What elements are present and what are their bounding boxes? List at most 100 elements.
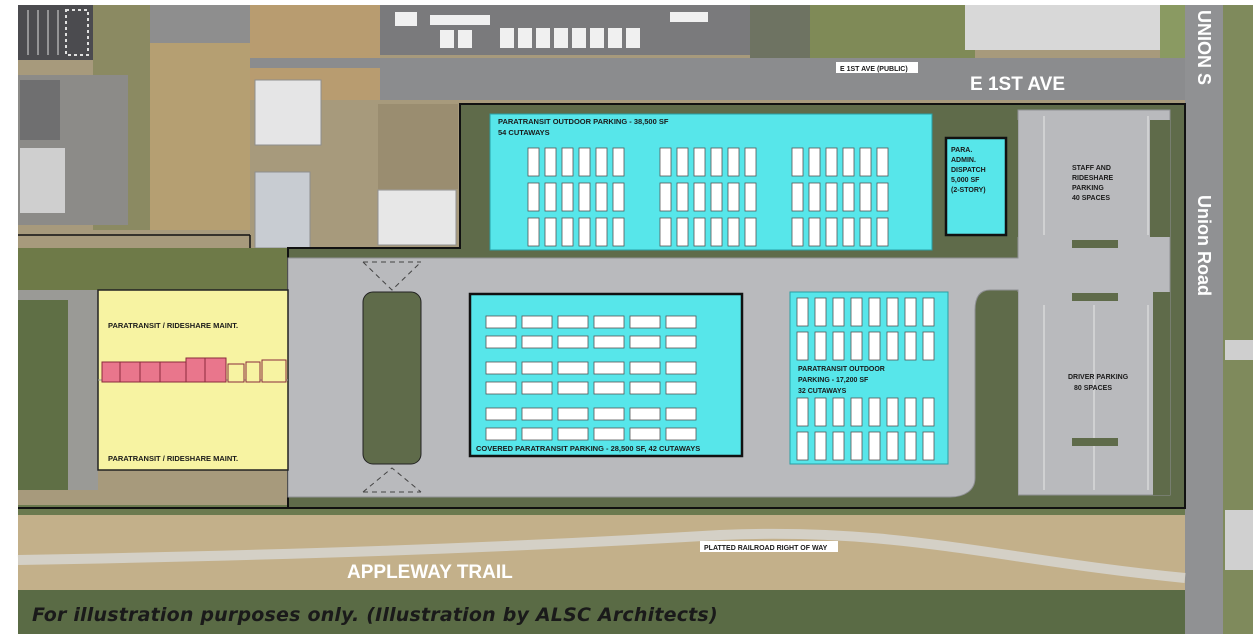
street-sign-public xyxy=(836,62,918,73)
van-stall xyxy=(557,381,589,395)
east-parking-label-2: PARKING - 17,200 SF xyxy=(798,377,869,384)
van-stall xyxy=(814,331,827,361)
van-stall xyxy=(693,147,706,177)
van-stall xyxy=(814,297,827,327)
van-stall xyxy=(612,147,625,177)
east-van-stalls xyxy=(796,297,935,461)
van-stall xyxy=(593,407,625,421)
van-stall xyxy=(791,217,804,247)
illustration-caption: For illustration purposes only. (Illustr… xyxy=(32,604,718,626)
van-stall xyxy=(485,315,517,329)
van-stall xyxy=(710,147,723,177)
van-stall xyxy=(876,182,889,212)
van-stall xyxy=(659,217,672,247)
van-stall xyxy=(825,182,838,212)
van-stall xyxy=(593,315,625,329)
maint-label-top: PARATRANSIT / RIDESHARE MAINT. xyxy=(108,321,238,330)
admin-label-1: PARA. xyxy=(951,147,972,154)
van-stall xyxy=(744,147,757,177)
admin-label-2: ADMIN. xyxy=(951,157,976,164)
van-stall xyxy=(665,381,697,395)
street-label-first-ave-public: E 1ST AVE (PUBLIC) xyxy=(840,66,908,73)
van-stall xyxy=(629,381,661,395)
van-stall xyxy=(850,431,863,461)
van-stall xyxy=(876,217,889,247)
street-label-union-s: UNION S xyxy=(1194,10,1214,85)
van-stall xyxy=(629,315,661,329)
van-stall xyxy=(485,381,517,395)
van-stall xyxy=(727,217,740,247)
railroad-sign xyxy=(700,541,838,552)
admin-label-3: DISPATCH xyxy=(951,167,986,174)
van-stall xyxy=(676,182,689,212)
van-stall xyxy=(922,331,935,361)
driver-parking-label-1: DRIVER PARKING xyxy=(1068,374,1129,381)
van-stall xyxy=(595,217,608,247)
maintenance-building xyxy=(97,289,289,471)
van-stall xyxy=(665,407,697,421)
van-stall xyxy=(808,147,821,177)
van-stall xyxy=(665,427,697,441)
median-island xyxy=(362,291,422,465)
van-stall xyxy=(595,182,608,212)
driver-parking-label-2: 80 SPACES xyxy=(1074,385,1112,392)
van-stall xyxy=(557,361,589,375)
north-parking-label-1: PARATRANSIT OUTDOOR PARKING - 38,500 SF xyxy=(498,117,669,126)
van-stall xyxy=(859,147,872,177)
van-stall xyxy=(814,431,827,461)
street-label-first-ave: E 1ST AVE xyxy=(970,74,1065,95)
van-stall xyxy=(521,427,553,441)
north-parking-label-2: 54 CUTAWAYS xyxy=(498,128,550,137)
van-stall xyxy=(886,297,899,327)
van-stall xyxy=(521,315,553,329)
van-stall xyxy=(676,147,689,177)
van-stall xyxy=(578,217,591,247)
north-van-stalls xyxy=(527,147,889,247)
van-stall xyxy=(832,397,845,427)
van-stall xyxy=(850,297,863,327)
van-stall xyxy=(886,431,899,461)
van-stall xyxy=(904,331,917,361)
trail-label-appleway: APPLEWAY TRAIL xyxy=(347,562,513,583)
van-stall xyxy=(485,407,517,421)
van-stall xyxy=(693,182,706,212)
van-stall xyxy=(521,361,553,375)
van-stall xyxy=(842,182,855,212)
admin-label-4: 5,000 SF xyxy=(951,177,980,184)
van-stall xyxy=(557,335,589,349)
van-stall xyxy=(744,217,757,247)
van-stall xyxy=(595,147,608,177)
van-stall xyxy=(832,297,845,327)
covered-van-stalls xyxy=(485,315,697,441)
van-stall xyxy=(727,147,740,177)
van-stall xyxy=(710,217,723,247)
van-stall xyxy=(832,331,845,361)
van-stall xyxy=(527,182,540,212)
van-stall xyxy=(859,217,872,247)
van-stall xyxy=(886,397,899,427)
van-stall xyxy=(561,147,574,177)
van-stall xyxy=(629,335,661,349)
van-stall xyxy=(593,335,625,349)
van-stall xyxy=(612,182,625,212)
admin-dispatch-building xyxy=(944,136,1008,237)
admin-label-5: (2-STORY) xyxy=(951,187,986,194)
van-stall xyxy=(485,361,517,375)
van-stall xyxy=(593,361,625,375)
van-stall xyxy=(808,217,821,247)
van-stall xyxy=(842,217,855,247)
east-parking-label-3: 32 CUTAWAYS xyxy=(798,388,847,395)
van-stall xyxy=(791,147,804,177)
van-stall xyxy=(904,397,917,427)
crosswalk-markings xyxy=(362,261,422,493)
van-stall xyxy=(578,147,591,177)
van-stall xyxy=(744,182,757,212)
labels: E 1ST AVE E 1ST AVE (PUBLIC) Union Road … xyxy=(108,10,1214,583)
van-stall xyxy=(659,147,672,177)
van-stall xyxy=(796,297,809,327)
van-stall xyxy=(578,182,591,212)
van-stall xyxy=(557,407,589,421)
van-stall xyxy=(904,431,917,461)
